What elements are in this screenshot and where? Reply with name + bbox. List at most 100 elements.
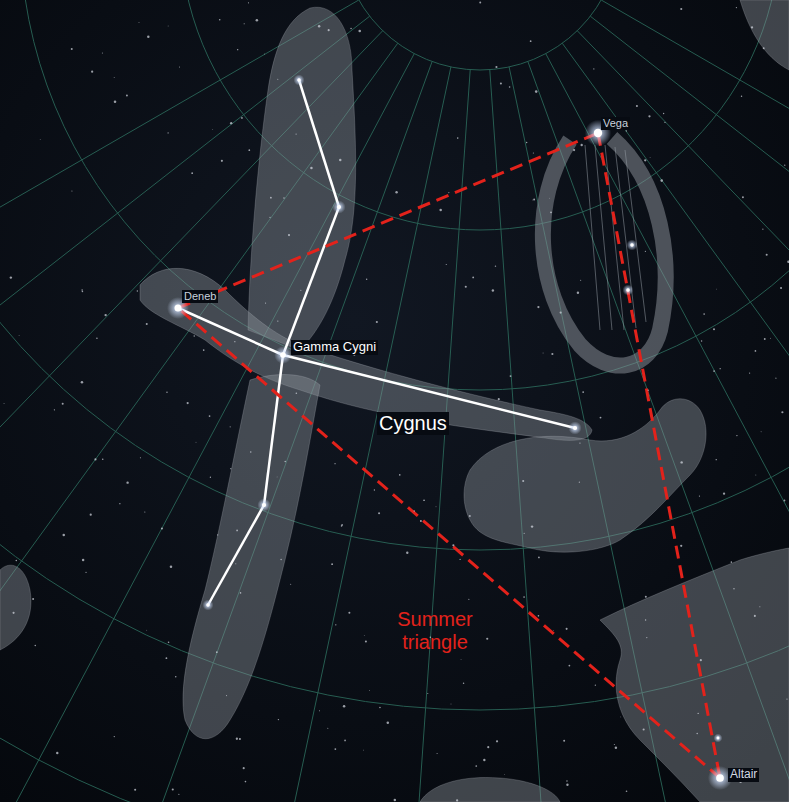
faint-star	[533, 199, 535, 201]
faint-star	[751, 26, 753, 28]
faint-star	[94, 458, 96, 460]
faint-star	[770, 337, 772, 339]
faint-star	[81, 381, 84, 384]
faint-star	[62, 534, 65, 537]
faint-star	[741, 95, 742, 96]
faint-star	[755, 350, 757, 352]
faint-star	[210, 477, 211, 478]
faint-star	[240, 592, 242, 594]
faint-star	[736, 435, 737, 436]
faint-star	[54, 409, 55, 410]
asterism-line	[299, 80, 339, 207]
bright-star	[206, 603, 210, 607]
faint-star	[742, 196, 744, 198]
faint-star	[248, 149, 250, 151]
star-glow	[274, 346, 292, 364]
constellation-name: Cygnus	[377, 412, 449, 435]
faint-star	[537, 306, 539, 308]
faint-star	[716, 288, 718, 290]
faint-star	[104, 314, 106, 316]
faint-star	[580, 280, 581, 281]
faint-star	[113, 77, 115, 79]
partial-figure	[420, 777, 560, 802]
faint-star	[328, 29, 330, 31]
faint-star	[580, 144, 582, 146]
faint-star	[645, 596, 647, 598]
faint-star	[593, 68, 594, 69]
faint-star	[146, 323, 148, 325]
faint-star	[456, 799, 458, 801]
faint-star	[614, 744, 615, 745]
faint-star	[248, 2, 249, 3]
faint-star	[230, 426, 231, 427]
faint-star	[179, 67, 180, 68]
faint-star	[643, 728, 645, 730]
faint-star	[736, 7, 737, 8]
swan-body	[140, 268, 592, 440]
faint-star	[713, 328, 715, 330]
faint-star	[284, 461, 286, 463]
faint-star	[82, 291, 84, 293]
faint-star	[595, 685, 596, 686]
partial-figure	[740, 0, 789, 70]
faint-star	[114, 736, 115, 737]
faint-star	[276, 476, 278, 478]
faint-star	[235, 563, 236, 564]
faint-star	[226, 695, 227, 696]
faint-star	[492, 289, 494, 291]
faint-star	[483, 759, 485, 761]
faint-star	[762, 229, 763, 230]
faint-star	[170, 565, 173, 568]
faint-star	[703, 313, 705, 315]
star-name: Gamma Cygni	[291, 340, 378, 355]
faint-star	[582, 391, 584, 393]
faint-star	[479, 2, 481, 4]
faint-star	[475, 765, 477, 767]
faint-star	[168, 641, 170, 643]
star-glow	[257, 498, 270, 511]
faint-star	[217, 534, 218, 535]
faint-star	[439, 209, 442, 212]
faint-star	[579, 482, 580, 483]
faint-star	[264, 53, 266, 55]
faint-star	[144, 511, 145, 512]
faint-star	[374, 489, 375, 490]
faint-star	[126, 481, 128, 483]
asterism-line	[178, 308, 283, 355]
faint-star	[16, 560, 18, 562]
summer-triangle-lines	[178, 133, 720, 778]
faint-star	[339, 159, 342, 162]
bright-star	[626, 288, 630, 292]
faint-star	[310, 167, 313, 170]
faint-star	[178, 794, 179, 795]
faint-star	[191, 172, 193, 174]
faint-star	[241, 117, 243, 119]
faint-star	[560, 312, 562, 314]
faint-star	[649, 157, 651, 159]
asterism-line	[264, 355, 283, 505]
faint-star	[318, 25, 320, 27]
faint-star	[71, 48, 73, 50]
faint-star	[358, 30, 361, 33]
faint-star	[102, 52, 103, 53]
faint-star	[270, 197, 272, 199]
faint-star	[344, 740, 346, 742]
faint-star	[363, 635, 365, 637]
faint-star	[300, 290, 301, 291]
faint-star	[102, 459, 104, 461]
faint-star	[696, 733, 697, 734]
faint-star	[126, 95, 128, 97]
faint-star	[566, 784, 568, 786]
star-glow	[203, 600, 214, 611]
eagle-figure	[600, 548, 789, 802]
faint-star	[134, 789, 136, 791]
faint-star	[523, 596, 525, 598]
faint-star	[459, 559, 460, 560]
faint-star	[277, 320, 278, 321]
faint-star	[526, 142, 527, 143]
meridian-line	[35, 62, 432, 802]
faint-star	[119, 503, 120, 504]
